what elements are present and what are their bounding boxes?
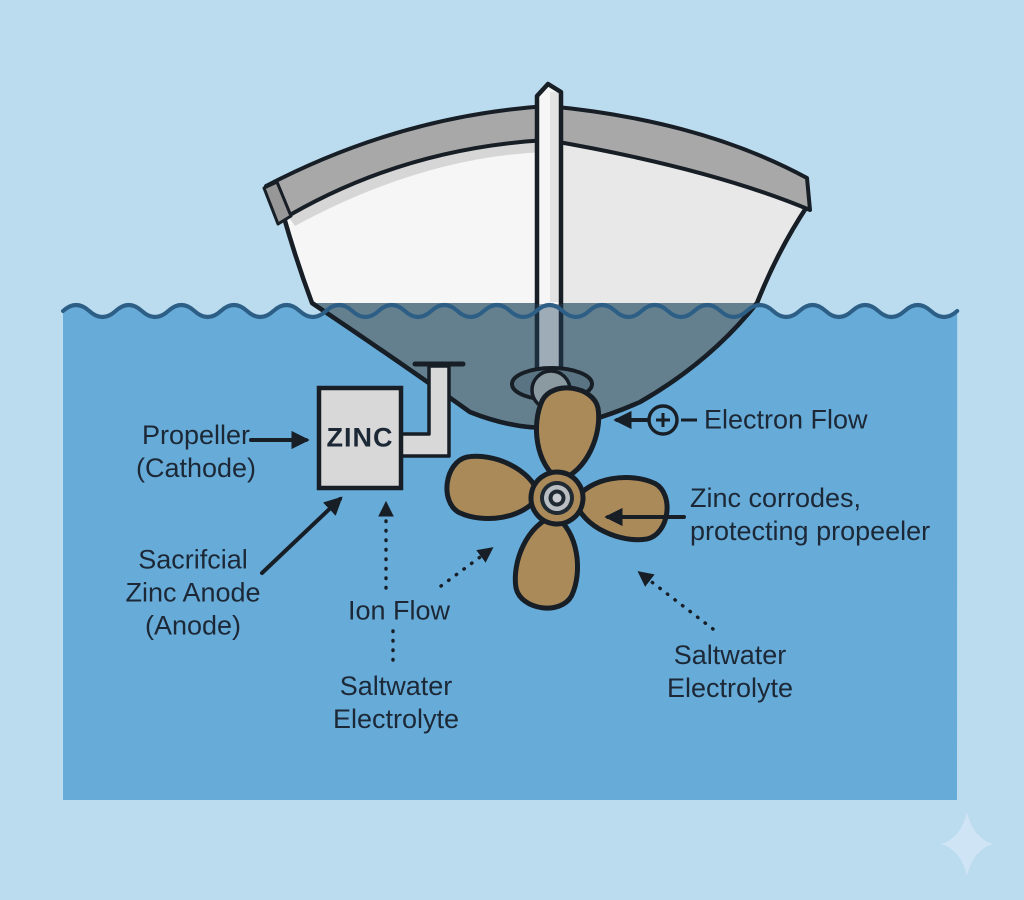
label-line: (Cathode) xyxy=(135,453,257,483)
label-line: Saltwater xyxy=(673,640,787,670)
saltwater-area xyxy=(63,305,958,800)
plus-circle-icon xyxy=(647,404,679,436)
zinc-anode-box xyxy=(316,385,404,491)
sparkle-icon xyxy=(941,812,993,876)
label-ion-flow: Ion Flow xyxy=(347,595,451,626)
dotted-arrow-ion-to-propeller xyxy=(439,547,494,588)
label-saltwater-electrolyte-right: Saltwater Electrolyte xyxy=(667,639,793,705)
gunwale-shadow xyxy=(288,141,547,226)
label-line: Electrolyte xyxy=(332,704,460,734)
propeller-hub xyxy=(528,469,586,527)
label-zinc-corrodes: Zinc corrodes, protecting propeeler xyxy=(690,482,930,548)
label-saltwater-electrolyte-left: Saltwater Electrolyte xyxy=(333,670,459,736)
label-line: Electrolyte xyxy=(666,673,794,703)
label-line: Zinc Anode xyxy=(125,577,261,608)
label-line: (Anode) xyxy=(144,610,242,641)
label-line: Zinc corrodes, xyxy=(690,483,862,513)
label-electron-flow: Electron Flow xyxy=(704,404,868,435)
waterline xyxy=(61,303,960,319)
label-line: Sacrifcial xyxy=(138,544,248,575)
label-line: Propeller xyxy=(141,420,251,450)
label-sacrificial-zinc-anode: Sacrifcial Zinc Anode (Anode) xyxy=(125,544,260,643)
arrow-anode-label-to-zinc xyxy=(260,496,343,575)
gunwale-end-cap xyxy=(262,180,293,226)
mast xyxy=(534,81,564,393)
zinc-anode-box-label: ZINC xyxy=(326,422,394,453)
electron-flow-annotation xyxy=(613,404,697,436)
propeller xyxy=(444,385,670,611)
dotted-arrow-saltwater-to-propeller xyxy=(637,571,715,631)
label-line: Saltwater xyxy=(339,671,453,701)
label-line: protecting propeeler xyxy=(690,516,931,546)
label-propeller-cathode: Propeller (Cathode) xyxy=(136,419,256,485)
gunwale xyxy=(262,104,812,226)
